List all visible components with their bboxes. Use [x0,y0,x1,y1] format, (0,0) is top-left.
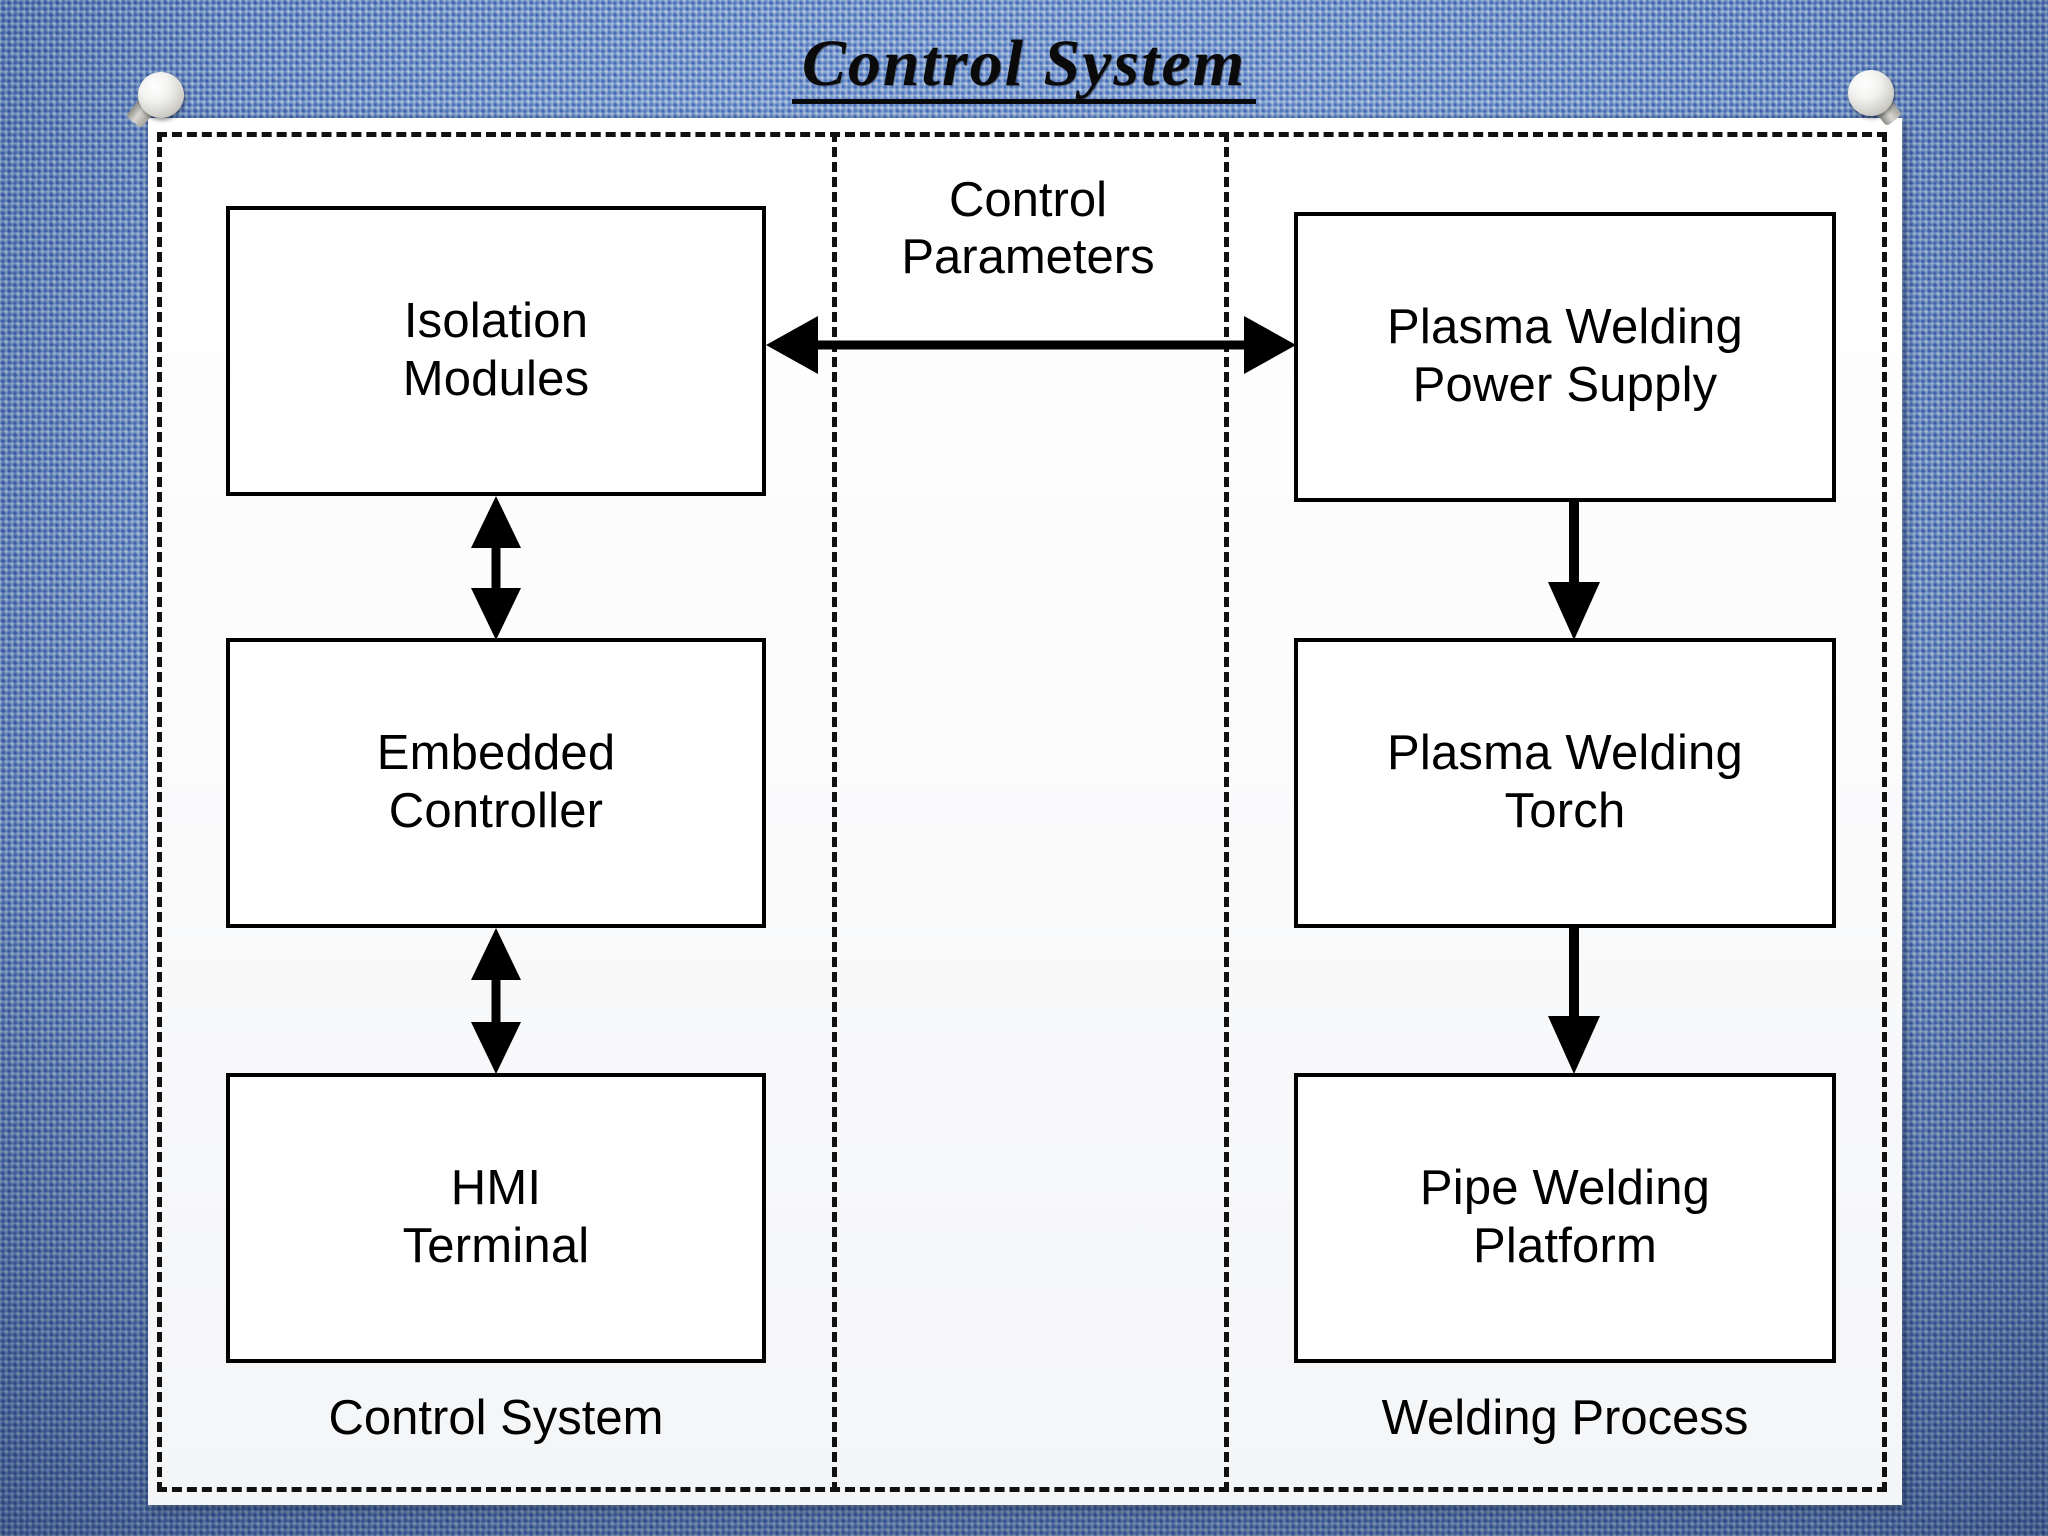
block-label: Plasma Welding Power Supply [1387,300,1743,412]
block-label: HMI Terminal [402,1161,590,1273]
block-plasma-welding-power-supply[interactable]: Plasma Welding Power Supply [1294,212,1836,502]
block-label: Embedded Controller [376,726,616,838]
diagram-outer-boundary [157,132,1887,1492]
partition-label-control-system: Control System [328,1391,664,1445]
partition-divider-left [832,132,837,1492]
block-label: Plasma Welding Torch [1387,726,1743,838]
partition-label-welding-process: Welding Process [1381,1391,1749,1445]
block-label: Isolation Modules [402,294,590,406]
connection-label-control-parameters: Control Parameters [901,173,1155,284]
pushpin-icon-left [125,70,190,129]
partition-divider-right [1224,132,1229,1492]
block-isolation-modules[interactable]: Isolation Modules [226,206,766,496]
arrow-torch-to-platform [1548,928,1600,1074]
pushpin-head [138,72,184,118]
block-label: Pipe Welding Platform [1419,1161,1711,1273]
arrow-isolation-to-embedded [471,496,521,640]
block-embedded-controller[interactable]: Embedded Controller [226,638,766,928]
arrow-power-supply-to-torch [1548,502,1600,640]
page-title: Control System [0,30,2048,105]
block-pipe-welding-platform[interactable]: Pipe Welding Platform [1294,1073,1836,1363]
block-hmi-terminal[interactable]: HMI Terminal [226,1073,766,1363]
block-plasma-welding-torch[interactable]: Plasma Welding Torch [1294,638,1836,928]
arrow-isolation-to-power-supply [766,316,1296,374]
page-title-text: Control System [791,30,1257,105]
pushpin-icon-right [1842,68,1903,127]
pushpin-head [1848,70,1894,116]
arrow-embedded-to-hmi [471,928,521,1074]
